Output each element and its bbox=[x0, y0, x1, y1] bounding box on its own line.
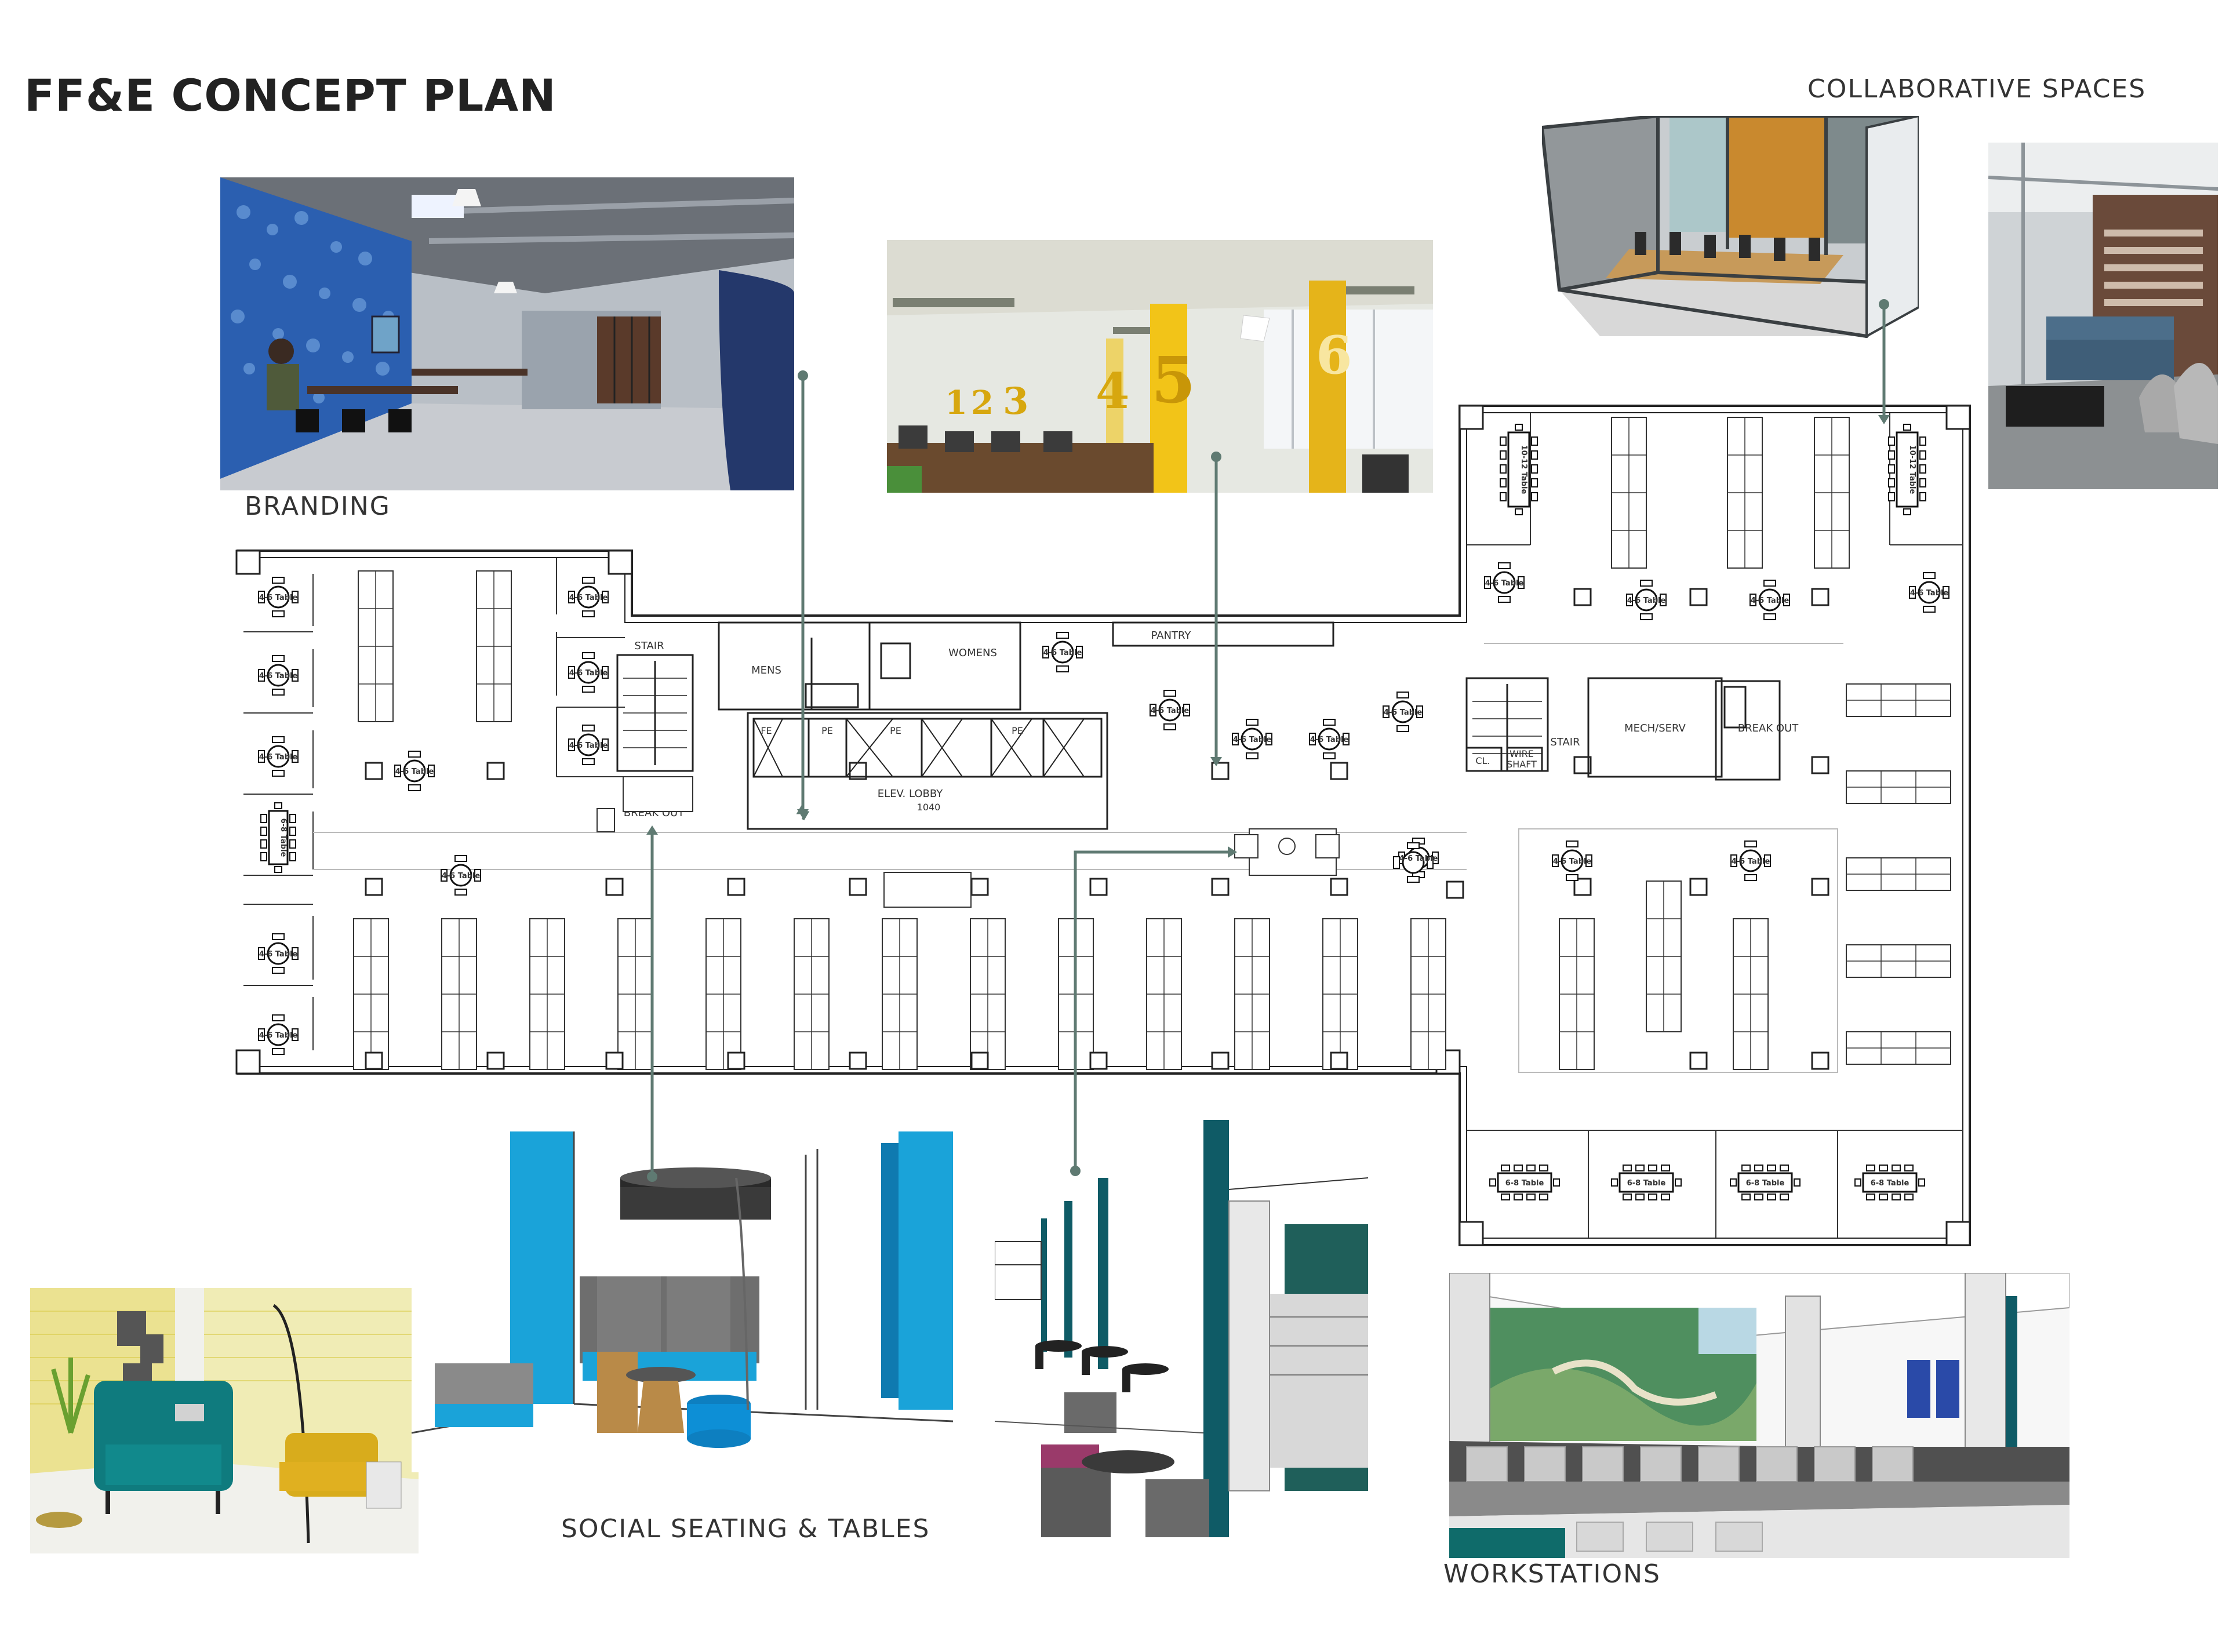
table-label: 4-6 Table bbox=[259, 1031, 298, 1040]
table-label: 4-6 Table bbox=[395, 767, 434, 776]
cafe-seating-render bbox=[995, 1120, 1368, 1537]
table-label: 4-6 Table bbox=[1553, 857, 1592, 866]
table-label: 4-6 Table bbox=[1043, 649, 1082, 657]
caption-social-seating: SOCIAL SEATING & TABLES bbox=[561, 1514, 930, 1544]
plan-label-womens: WOMENS bbox=[948, 647, 997, 659]
lounge-wall-graphic-photo bbox=[1988, 143, 2218, 489]
branding-number-5: 5 bbox=[1151, 343, 1196, 417]
caption-collaborative-spaces: COLLABORATIVE SPACES bbox=[1807, 74, 2147, 104]
table-label: 4-6 Table bbox=[259, 950, 298, 959]
branding-office-photo bbox=[220, 177, 794, 490]
plan-label-mens: MENS bbox=[751, 664, 781, 676]
table-label: 4-6 Table bbox=[569, 669, 608, 678]
page-title: FF&E CONCEPT PLAN bbox=[24, 70, 556, 121]
table-label: 6-8 Table bbox=[1871, 1179, 1909, 1188]
plan-label-pe-3: PE bbox=[1012, 725, 1023, 736]
plan-label-pe-1: PE bbox=[821, 725, 833, 736]
plan-label-pe-2: PE bbox=[890, 725, 901, 736]
table-label: 10-12 Table bbox=[1519, 445, 1528, 494]
lounge-chairs-photo bbox=[30, 1288, 419, 1553]
glass-meeting-room-render bbox=[1542, 116, 1919, 348]
plan-label-fe: FE bbox=[761, 725, 772, 736]
plan-label-stair-left: STAIR bbox=[634, 640, 664, 652]
numbered-columns-office-photo: 1 2 3 4 5 6 bbox=[887, 240, 1433, 493]
plan-label-break-out-right: BREAK OUT bbox=[1738, 722, 1799, 734]
table-label: 4-6 Table bbox=[1732, 857, 1770, 866]
table-label: 4-6 Table bbox=[1399, 854, 1438, 863]
table-label: 10-12 Table bbox=[1908, 445, 1916, 494]
table-label: 4-6 Table bbox=[569, 741, 608, 750]
table-label: 6-8 Table bbox=[1627, 1179, 1666, 1188]
branding-number-2: 2 bbox=[971, 384, 994, 422]
table-label: 4-6 Table bbox=[1233, 736, 1272, 744]
table-label: 4-6 Table bbox=[569, 594, 608, 602]
plan-label-mech-serv: MECH/SERV bbox=[1624, 722, 1686, 734]
table-label: 6-8 Table bbox=[279, 818, 288, 857]
table-label: 4-6 Table bbox=[1384, 708, 1423, 717]
plan-label-break-out-left: BREAK OUT bbox=[624, 807, 685, 819]
branding-number-6: 6 bbox=[1316, 325, 1352, 386]
table-label: 4-6 Table bbox=[259, 594, 298, 602]
branding-number-4: 4 bbox=[1096, 362, 1129, 420]
caption-branding: BRANDING bbox=[245, 492, 391, 521]
plan-label-elev-lobby: ELEV. LOBBY bbox=[878, 788, 943, 800]
plan-label-pantry: PANTRY bbox=[1151, 629, 1192, 642]
table-label: 4-6 Table bbox=[1627, 596, 1666, 605]
workstations-render bbox=[1449, 1273, 2069, 1558]
branding-number-1: 1 bbox=[945, 384, 967, 422]
table-label: 4-6 Table bbox=[1751, 596, 1789, 605]
branding-number-3: 3 bbox=[1003, 380, 1029, 423]
table-label: 4-6 Table bbox=[1910, 589, 1949, 598]
table-label: 6-8 Table bbox=[1505, 1179, 1544, 1188]
table-label: 4-6 Table bbox=[442, 872, 481, 880]
table-label: 4-6 Table bbox=[1485, 579, 1524, 588]
social-seating-render bbox=[412, 1131, 953, 1472]
table-label: 4-6 Table bbox=[259, 753, 298, 762]
caption-workstations: WORKSTATIONS bbox=[1443, 1559, 1661, 1589]
plan-label-closet: CL. bbox=[1475, 755, 1490, 766]
table-label: 4-6 Table bbox=[1151, 707, 1190, 715]
plan-label-wire: WIRE bbox=[1510, 748, 1534, 759]
table-label: 4-6 Table bbox=[1310, 736, 1349, 744]
plan-label-stair-right: STAIR bbox=[1550, 736, 1580, 748]
table-label: 6-8 Table bbox=[1746, 1179, 1785, 1188]
table-label: 4-6 Table bbox=[259, 672, 298, 681]
plan-label-room-number: 1040 bbox=[917, 802, 941, 813]
plan-label-shaft: SHAFT bbox=[1507, 759, 1537, 770]
